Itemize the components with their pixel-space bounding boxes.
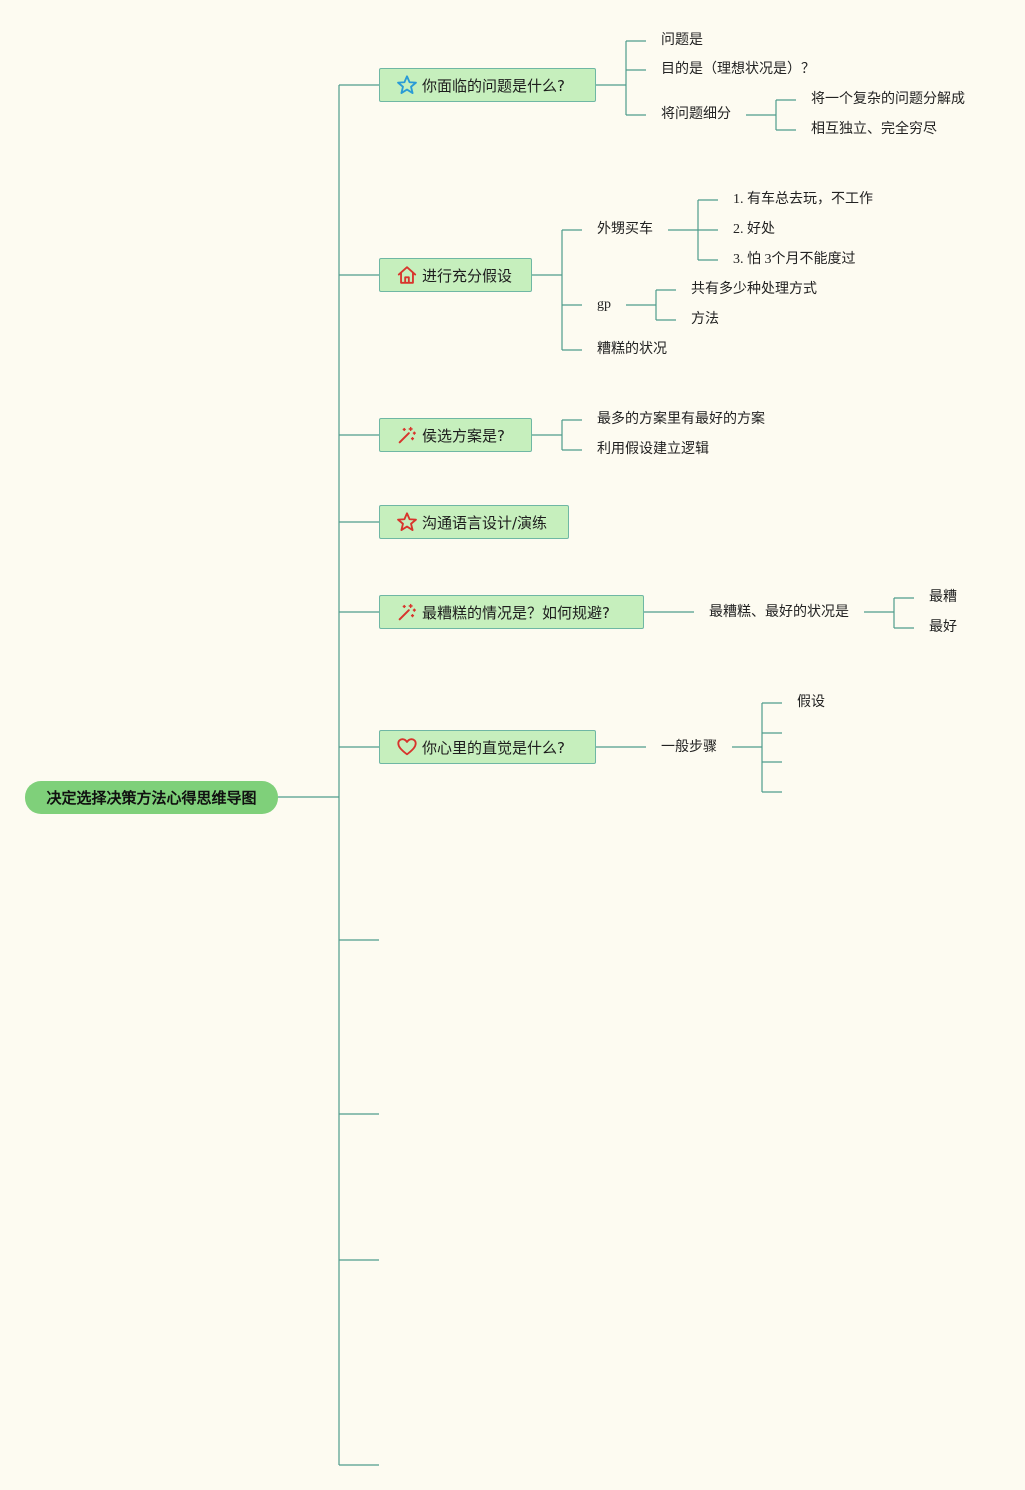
leaf-nephew-car[interactable]: 外甥买车 xyxy=(597,222,653,237)
leaf-benefit[interactable]: 2. 好处 xyxy=(733,222,775,237)
leaf-problem-is[interactable]: 问题是 xyxy=(661,33,703,48)
star-outline-red-icon xyxy=(396,511,418,533)
leaf-build-logic[interactable]: 利用假设建立逻辑 xyxy=(597,442,709,457)
leaf-mece[interactable]: 相互独立、完全穷尽 xyxy=(811,122,937,137)
leaf-how-many-ways[interactable]: 共有多少种处理方式 xyxy=(691,282,817,297)
star-outline-blue-icon xyxy=(396,74,418,96)
leaf-most-options[interactable]: 最多的方案里有最好的方案 xyxy=(597,412,765,427)
magic-wand-icon xyxy=(396,601,418,623)
leaf-three-months[interactable]: 3. 怕 3个月不能度过 xyxy=(733,252,856,267)
leaf-split-problem[interactable]: 将问题细分 xyxy=(661,107,731,122)
leaf-bad-situation[interactable]: 糟糕的状况 xyxy=(597,342,667,357)
branch-communication[interactable]: 沟通语言设计/演练 xyxy=(379,505,569,539)
leaf-worst[interactable]: 最糟 xyxy=(929,590,957,605)
branch-candidates[interactable]: 侯选方案是? xyxy=(379,418,532,452)
leaf-goal-is[interactable]: 目的是（理想状况是）？ xyxy=(661,62,815,77)
leaf-gp[interactable]: gp xyxy=(597,297,611,312)
branch-intuition[interactable]: 你心里的直觉是什么? xyxy=(379,730,596,764)
leaf-decompose[interactable]: 将一个复杂的问题分解成 xyxy=(811,92,965,107)
heart-icon xyxy=(396,736,418,758)
leaf-worst-best[interactable]: 最糟糕、最好的状况是 xyxy=(709,605,849,620)
house-icon xyxy=(396,264,418,286)
leaf-general-steps[interactable]: 一般步骤 xyxy=(661,740,717,755)
branch-label: 侯选方案是? xyxy=(422,426,505,445)
leaf-car-play[interactable]: 1. 有车总去玩，不工作 xyxy=(733,192,873,207)
branch-assumptions[interactable]: 进行充分假设 xyxy=(379,258,532,292)
leaf-method[interactable]: 方法 xyxy=(691,312,719,327)
branch-label: 你心里的直觉是什么? xyxy=(422,738,565,757)
leaf-best[interactable]: 最好 xyxy=(929,620,957,635)
branch-label: 沟通语言设计/演练 xyxy=(422,513,548,532)
branch-label: 进行充分假设 xyxy=(422,266,513,285)
magic-wand-icon xyxy=(396,424,418,446)
branch-problem[interactable]: 你面临的问题是什么? xyxy=(379,68,596,102)
leaf-hypothesis[interactable]: 假设 xyxy=(797,695,825,710)
branch-worst-case[interactable]: 最糟糕的情况是？如何规避? xyxy=(379,595,644,629)
root-topic[interactable]: 决定选择决策方法心得思维导图 xyxy=(25,781,278,814)
branch-label: 你面临的问题是什么? xyxy=(422,76,565,95)
branch-label: 最糟糕的情况是？如何规避? xyxy=(422,603,610,622)
